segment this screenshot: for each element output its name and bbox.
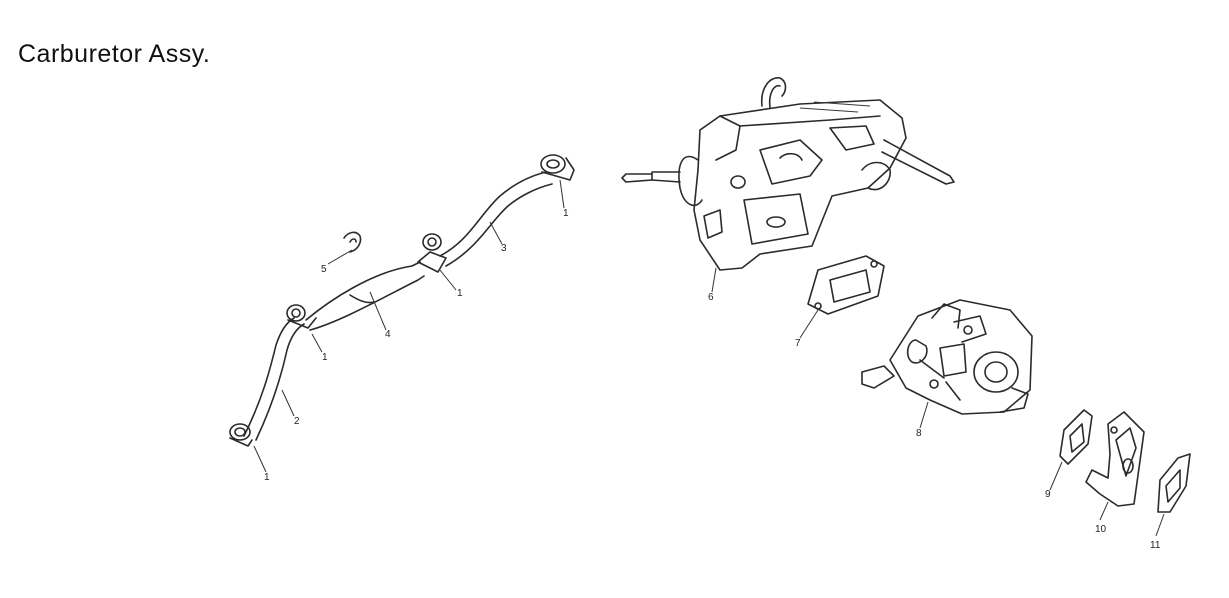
hose-clamp-left	[286, 304, 317, 329]
callout-2: 2	[294, 416, 300, 427]
callout-5: 5	[321, 264, 327, 275]
small-clip-part-5	[343, 231, 362, 253]
hose-upper-part-3	[439, 171, 553, 267]
bracket-part-10	[1085, 411, 1145, 507]
callout-10: 10	[1095, 524, 1107, 535]
callout-7: 7	[795, 338, 801, 349]
callout-4: 4	[385, 329, 391, 340]
callout-9: 9	[1045, 489, 1051, 500]
hose-clamp-top	[540, 154, 575, 181]
engine-block-part-6	[621, 77, 955, 271]
hose-clamp-middle	[417, 233, 447, 273]
callout-3: 3	[501, 243, 507, 254]
callout-1-bottom: 1	[264, 472, 270, 483]
leader-lines	[253, 179, 1165, 537]
callout-1-left: 1	[322, 352, 328, 363]
page-title: Carburetor Assy.	[18, 40, 211, 68]
hose-clamp-bottom	[229, 423, 253, 447]
fuel-filter-part-4	[305, 261, 425, 331]
gasket-part-11	[1157, 453, 1191, 513]
carburetor-part-8	[861, 299, 1033, 415]
callout-labels: 1 1 1 1 2 3 4 5 6 7 8 9 10 11	[264, 208, 1161, 551]
callout-8: 8	[916, 428, 922, 439]
hose-lower-part-2	[243, 317, 305, 441]
callout-6: 6	[708, 292, 714, 303]
gasket-part-9	[1059, 409, 1093, 465]
callout-11: 11	[1150, 540, 1161, 551]
callout-1-top: 1	[563, 208, 569, 219]
gasket-part-7	[807, 255, 885, 315]
callout-1-middle: 1	[457, 288, 463, 299]
